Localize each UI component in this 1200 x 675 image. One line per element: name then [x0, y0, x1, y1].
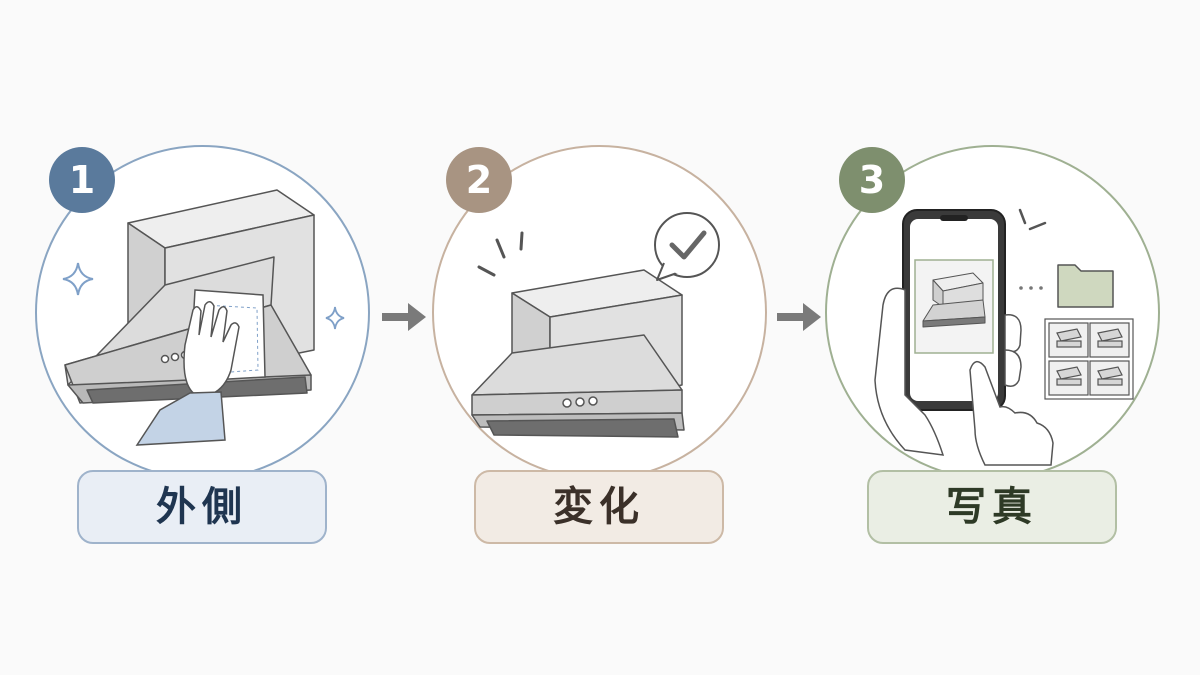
sparkle-icon: [62, 262, 94, 296]
right-arrow-icon: [777, 303, 821, 331]
checkmark-bubble-icon: [654, 212, 720, 281]
step-3: 3 写真: [825, 0, 1185, 675]
step-3-illustration: [874, 208, 1134, 466]
hands-icon: [874, 287, 1054, 466]
sparkle-icon: [325, 306, 345, 330]
smartphone-icon: [902, 209, 1006, 411]
folder-icon: [1057, 264, 1114, 308]
step-1-illustration: [62, 189, 345, 446]
emphasis-lines-icon: [477, 231, 524, 277]
photo-grid-icon: [1044, 318, 1134, 400]
step-3-number-badge: 3: [839, 147, 905, 213]
ellipsis: [1019, 286, 1043, 290]
step-2-label: 変化: [474, 470, 724, 544]
emphasis-lines-icon: [1018, 208, 1047, 231]
sleeve: [135, 391, 226, 446]
step-1-label: 外側: [77, 470, 327, 544]
range-hood-icon: [471, 269, 685, 438]
step-1: 1 外側: [35, 0, 395, 675]
right-arrow-icon: [382, 303, 426, 331]
step-2: 2 変化: [432, 0, 792, 675]
step-3-label: 写真: [867, 470, 1117, 544]
step-1-number-badge: 1: [49, 147, 115, 213]
step-2-number-badge: 2: [446, 147, 512, 213]
step-2-illustration: [471, 212, 720, 438]
